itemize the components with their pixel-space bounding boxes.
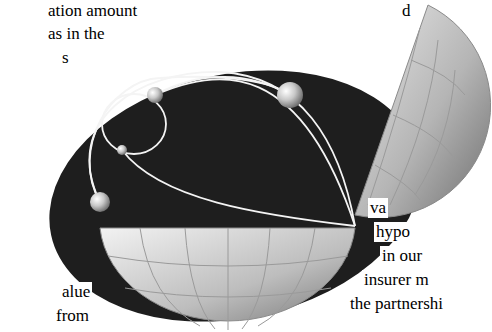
text-fragment: from	[54, 306, 91, 326]
text-fragment: the partnershi	[348, 294, 445, 314]
text-fragment: ation amount	[46, 1, 139, 21]
text-fragment: hypo	[374, 222, 412, 242]
text-fragment: in our	[380, 246, 424, 266]
upper-hemisphere-grid	[368, 28, 465, 205]
text-fragment: insurer m	[362, 270, 431, 290]
upper-hemisphere	[355, 5, 491, 218]
orbit-lines	[89, 72, 355, 226]
text-fragment: va	[368, 198, 388, 218]
text-fragment: d	[400, 1, 413, 21]
text-fragment: alue	[60, 282, 92, 302]
lower-hemisphere-grid	[108, 228, 348, 330]
spheres	[90, 82, 303, 212]
text-fragment: s	[60, 48, 71, 68]
text-fragment: as in the	[46, 24, 107, 44]
